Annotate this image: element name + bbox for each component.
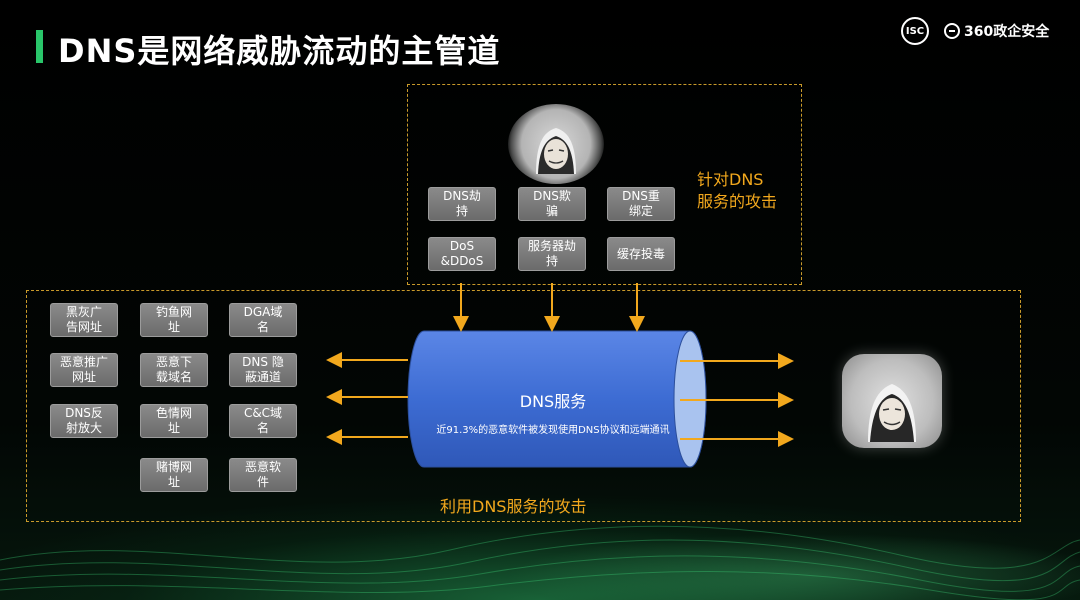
isc-logo: ISC bbox=[901, 17, 929, 45]
dns-service-attacks-label: 针对DNS 服务的攻击 bbox=[697, 170, 778, 211]
page-title: DNS是网络威胁流动的主管道 bbox=[58, 32, 501, 70]
attack-box: DNS劫 持 bbox=[428, 187, 496, 221]
threat-box: C&C域 名 bbox=[229, 404, 297, 438]
attack-box: DNS欺 骗 bbox=[518, 187, 586, 221]
threat-box: 恶意软 件 bbox=[229, 458, 297, 492]
threat-box: DNS 隐 蔽通道 bbox=[229, 353, 297, 387]
threat-box: 恶意推广 网址 bbox=[50, 353, 118, 387]
threat-box: 恶意下 载域名 bbox=[140, 353, 208, 387]
dns-abuse-attacks-panel bbox=[26, 290, 1021, 522]
hacker-avatar-icon bbox=[508, 104, 604, 184]
threat-box: 色情网 址 bbox=[140, 404, 208, 438]
hacker-avatar-icon bbox=[842, 354, 942, 448]
brand-logo: 360政企安全 bbox=[944, 21, 1049, 41]
threat-box: DGA域 名 bbox=[229, 303, 297, 337]
dns-service-attacks-panel bbox=[407, 84, 802, 285]
brand-logo-icon bbox=[944, 23, 960, 39]
dns-abuse-attacks-label: 利用DNS服务的攻击 bbox=[440, 497, 587, 516]
threat-box: 赌博网 址 bbox=[140, 458, 208, 492]
threat-box: 钓鱼网 址 bbox=[140, 303, 208, 337]
attack-box: DoS &DDoS bbox=[428, 237, 496, 271]
attack-box: 服务器劫 持 bbox=[518, 237, 586, 271]
dns-service-title: DNS服务 bbox=[519, 392, 587, 411]
background-wave bbox=[0, 525, 1080, 600]
title-accent-bar bbox=[36, 30, 43, 63]
attack-box: 缓存投毒 bbox=[607, 237, 675, 271]
attack-box: DNS重 绑定 bbox=[607, 187, 675, 221]
dns-service-subtitle: 近91.3%的恶意软件被发现使用DNS协议和远端通讯 bbox=[436, 425, 670, 436]
brand-logo-text: 360政企安全 bbox=[964, 24, 1050, 40]
threat-box: 黑灰广 告网址 bbox=[50, 303, 118, 337]
threat-box: DNS反 射放大 bbox=[50, 404, 118, 438]
